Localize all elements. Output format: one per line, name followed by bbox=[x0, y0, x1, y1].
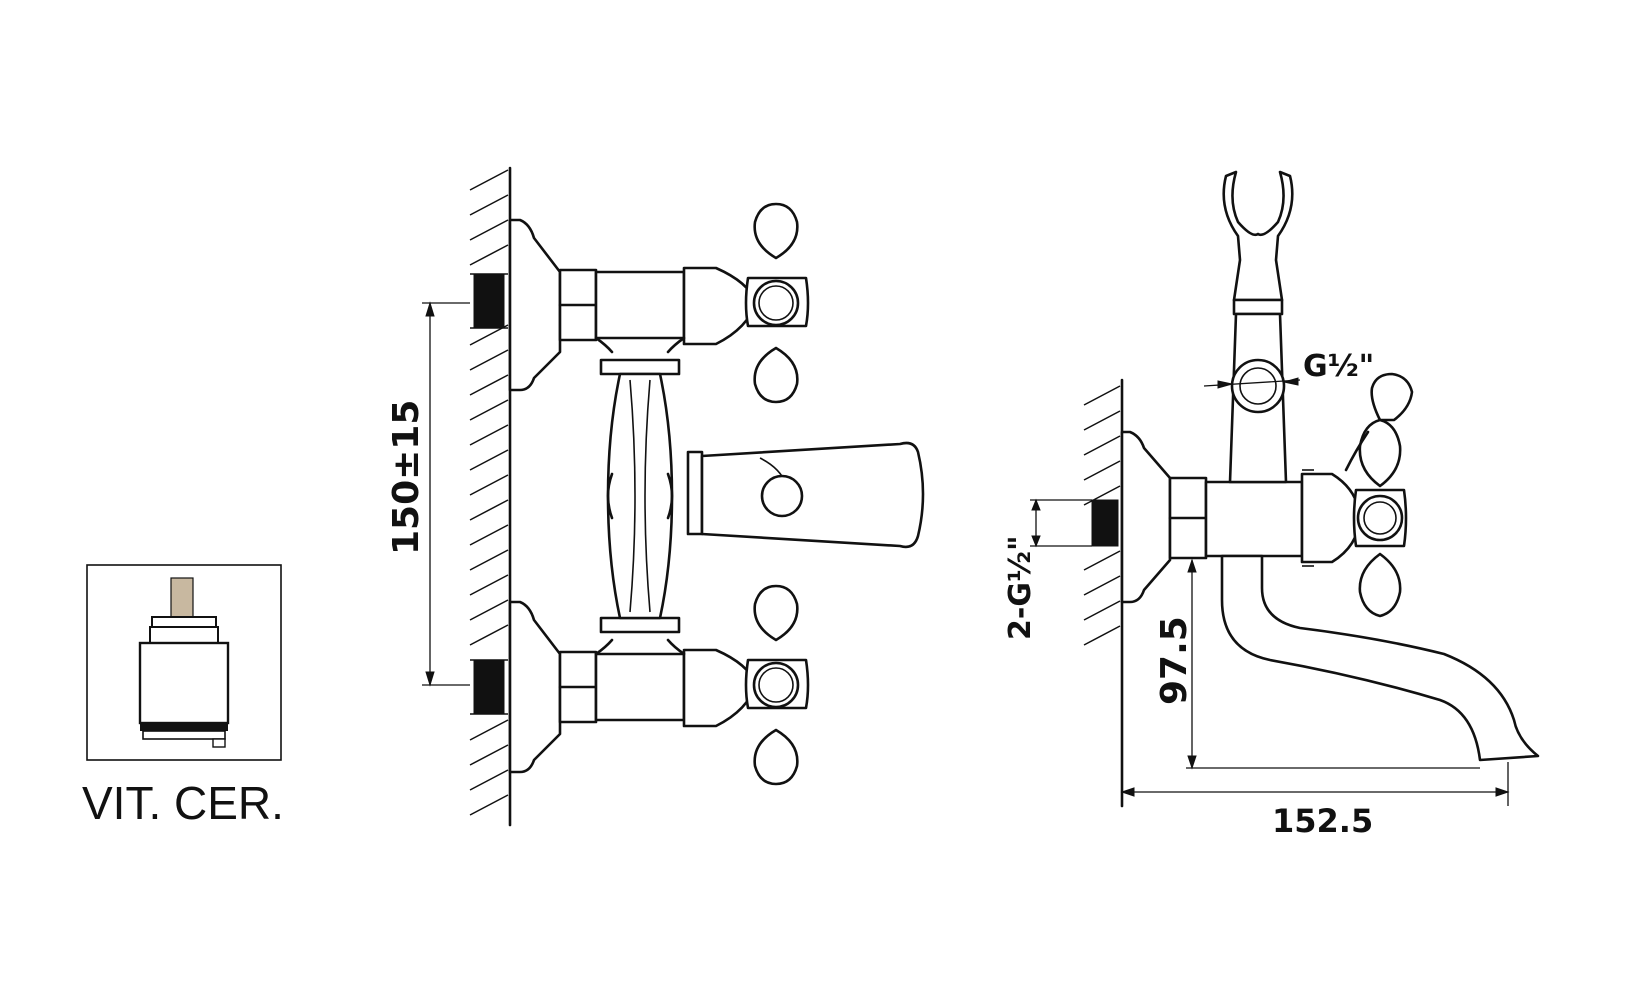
side-escutcheon bbox=[1120, 430, 1172, 604]
dim-projection bbox=[1120, 762, 1510, 806]
dim-outlet-height-label: 97.5 bbox=[1154, 616, 1195, 705]
dim-projection-label: 152.5 bbox=[1272, 802, 1373, 840]
dim-holder-thread-label: G½" bbox=[1303, 349, 1374, 384]
dim-outlet-height bbox=[1186, 558, 1480, 770]
dim-spacing-label: 150±15 bbox=[386, 400, 427, 555]
dim-inlet bbox=[1030, 498, 1092, 548]
side-cross-handle bbox=[1344, 372, 1414, 618]
front-view: 150±15 bbox=[386, 166, 925, 827]
ceramic-cartridge-icon bbox=[86, 564, 282, 761]
dim-inlet-label: 2-G½" bbox=[1003, 535, 1038, 640]
spout-front bbox=[700, 441, 925, 549]
shower-holder-fork bbox=[1222, 170, 1294, 302]
side-spout bbox=[1220, 554, 1540, 762]
side-valve-body bbox=[1204, 480, 1304, 558]
side-view: G½" 2-G½" bbox=[1003, 170, 1540, 840]
cartridge-label: VIT. CER. bbox=[82, 777, 284, 829]
top-inlet-nipple bbox=[473, 273, 505, 329]
top-valve-body bbox=[594, 270, 686, 340]
bottom-valve-body bbox=[594, 652, 686, 722]
holder-ring bbox=[1232, 298, 1284, 316]
top-cross-handle bbox=[744, 202, 810, 404]
body-top-flange bbox=[599, 358, 681, 376]
spout-collar bbox=[686, 450, 704, 536]
bottom-cross-handle bbox=[744, 584, 810, 786]
diverter-knob bbox=[760, 474, 804, 518]
side-wall-hatching bbox=[1083, 385, 1121, 646]
wall-hatching bbox=[469, 169, 509, 816]
dim-spacing bbox=[422, 301, 470, 687]
side-inlet-nipple bbox=[1091, 499, 1119, 547]
side-bonnet bbox=[1300, 472, 1362, 564]
top-escutcheon bbox=[508, 218, 562, 392]
central-body bbox=[606, 372, 674, 620]
bottom-escutcheon bbox=[508, 600, 562, 774]
bottom-inlet-nipple bbox=[473, 659, 505, 715]
body-bottom-flange bbox=[599, 616, 681, 634]
